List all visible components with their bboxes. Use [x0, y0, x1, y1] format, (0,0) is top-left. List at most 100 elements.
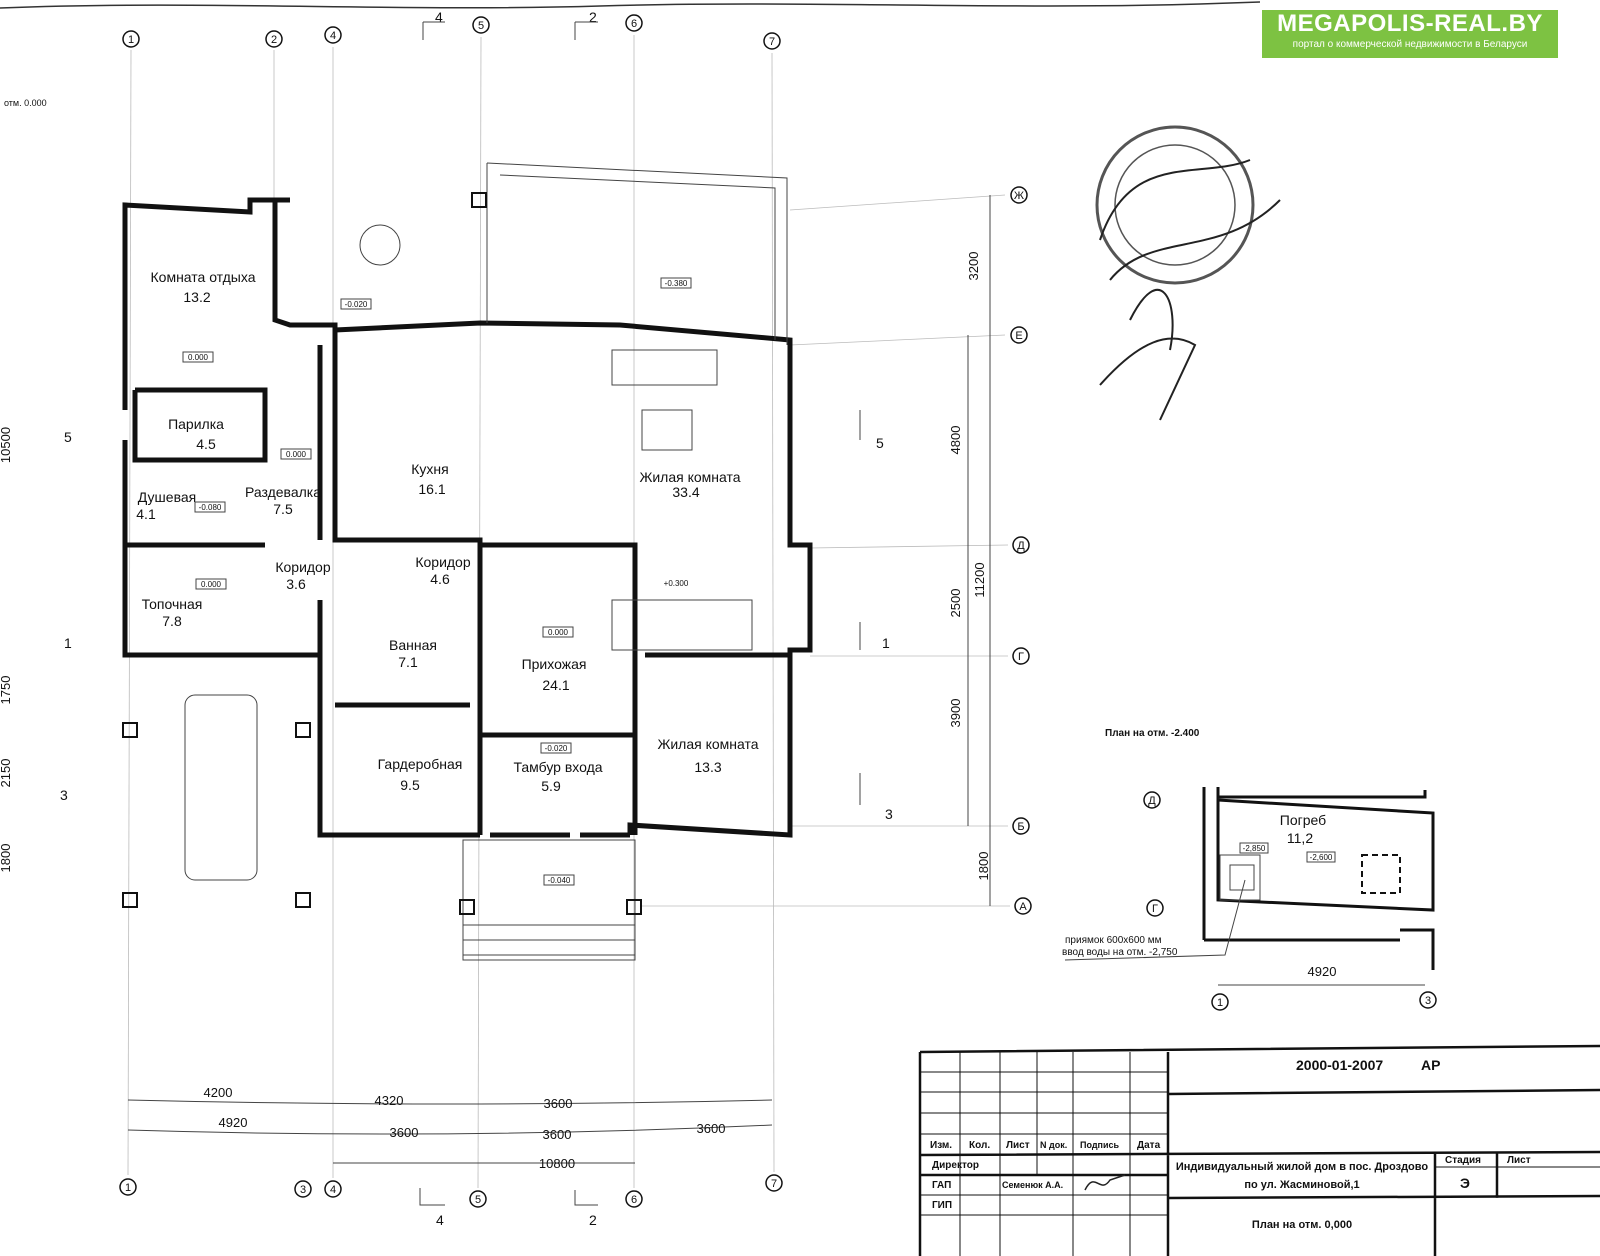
drawing-label: -2,850: [1243, 844, 1266, 853]
axis-grid: [127, 35, 1010, 1189]
terrace: [184, 162, 788, 961]
drawing-label: 1: [125, 1182, 131, 1194]
room-area: 13.2: [183, 289, 210, 305]
logo-title: MEGAPOLIS-REAL.BY: [1277, 10, 1543, 37]
drawing-label: План на отм. -2.400: [1105, 728, 1200, 739]
room-area: 7.8: [162, 613, 182, 629]
drawing-label: 7: [771, 1178, 777, 1190]
drawing-label: План на отм. 0,000: [1252, 1219, 1352, 1231]
drawing-label: -0.380: [665, 279, 688, 288]
room-name: Раздевалка: [245, 484, 321, 500]
drawing-label: А: [1019, 901, 1027, 913]
drawing-label: Дата: [1137, 1140, 1161, 1151]
room-name: Коридор: [415, 554, 471, 570]
drawing-label: 6: [631, 1194, 637, 1206]
drawing-label: 11,2: [1287, 830, 1313, 846]
drawing-label: 4: [330, 1184, 336, 1196]
drawing-label: по ул. Жасминовой,1: [1244, 1179, 1359, 1191]
drawing-label: 1800: [0, 844, 13, 873]
drawing-label: 4800: [948, 426, 963, 455]
drawing-label: 4200: [204, 1085, 233, 1100]
drawing-label: -0.020: [545, 744, 568, 753]
drawing-label: 2000-01-2007: [1296, 1057, 1383, 1073]
drawing-label: ГИП: [932, 1200, 952, 1211]
room-name: Жилая комната: [657, 736, 758, 752]
room-area: 5.9: [541, 778, 561, 794]
drawing-label: 3900: [948, 699, 963, 728]
drawing-label: 4920: [1308, 964, 1337, 979]
room-area: 33.4: [672, 484, 699, 500]
drawing-label: Стадия: [1445, 1155, 1481, 1166]
title-block: 2000-01-2007 АР Изм. Кол. Лист N док. По…: [918, 1044, 1600, 1256]
drawing-label: Э: [1460, 1175, 1470, 1191]
drawing-label: 11200: [972, 562, 987, 597]
drawing-label: 1: [882, 635, 890, 651]
drawing-label: 2: [589, 9, 597, 25]
room-name: Тамбур входа: [513, 759, 602, 775]
drawing-label: 5: [475, 1194, 481, 1206]
drawing-label: 10800: [539, 1156, 575, 1171]
drawing-label: 5: [478, 20, 484, 32]
drawing-label: 0.000: [548, 628, 569, 637]
drawing-label: 0.000: [286, 450, 307, 459]
paper-edge: [0, 1, 1261, 9]
drawing-label: Е: [1015, 330, 1022, 342]
drawing-label: 4320: [375, 1093, 404, 1108]
drawing-label: Б: [1017, 821, 1024, 833]
room-name: Парилка: [168, 416, 224, 432]
drawing-label: 3200: [966, 252, 981, 281]
room-name: Гардеробная: [378, 756, 463, 772]
drawing-label: 2150: [0, 759, 13, 788]
drawing-label: N док.: [1040, 1140, 1067, 1150]
room-name: Прихожая: [522, 656, 587, 672]
handwritten-signature: [1099, 159, 1281, 421]
drawing-label: 0.000: [188, 353, 209, 362]
room-name: Топочная: [142, 596, 203, 612]
drawing-label: 3600: [544, 1096, 573, 1111]
room-area: 4.5: [196, 436, 216, 452]
room-area: 4.1: [136, 506, 156, 522]
signature: [1084, 1174, 1126, 1191]
drawing-label: 4920: [219, 1115, 248, 1130]
drawing-label: Лист: [1006, 1140, 1030, 1151]
drawing-label: приямок 600х600 мм: [1065, 935, 1162, 946]
drawing-label: 4: [436, 1212, 444, 1228]
room-area: 7.1: [398, 654, 418, 670]
drawing-label: -0.040: [548, 876, 571, 885]
site-logo[interactable]: MEGAPOLIS-REAL.BY портал о коммерческой …: [1262, 10, 1558, 58]
room-name: Душевая: [138, 489, 196, 505]
room-labels: Комната отдыха 13.2 Парилка 4.5 Душевая …: [136, 269, 759, 794]
drawing-label: Лист: [1507, 1155, 1531, 1166]
drawing-label: 1: [128, 34, 134, 46]
drawing-label: 3: [1425, 995, 1431, 1007]
drawing-label: -0.080: [199, 503, 222, 512]
drawing-label: 2: [589, 1212, 597, 1228]
drawing-label: 3: [300, 1184, 306, 1196]
level-marks: 0.000 0.000 -0.080 0.000 -0.020 -0.380 0…: [182, 277, 692, 886]
level-note: отм. 0.000: [4, 98, 47, 108]
room-name: Кухня: [411, 461, 448, 477]
drawing-label: 1750: [0, 676, 13, 705]
drawing-label: Ж: [1014, 190, 1024, 202]
drawing-label: 10500: [0, 427, 13, 463]
drawing-label: Д: [1148, 795, 1156, 807]
room-name: Коридор: [275, 559, 331, 575]
room-area: 16.1: [418, 481, 445, 497]
walls: [122, 197, 813, 838]
drawing-label: 3: [885, 806, 893, 822]
drawing-label: Подпись: [1080, 1140, 1120, 1150]
drawing-label: 1: [64, 635, 72, 651]
room-area: 7.5: [273, 501, 293, 517]
room-name: Комната отдыха: [151, 269, 256, 285]
drawing-label: 6: [631, 18, 637, 30]
drawing-label: 5: [876, 435, 884, 451]
drawing-label: 1800: [976, 852, 991, 881]
drawing-label: ввод воды на отм. -2,750: [1062, 947, 1178, 958]
drawing-label: Семенюк А.А.: [1002, 1180, 1063, 1190]
drawing-label: 7: [769, 36, 775, 48]
drawing-label: Г: [1152, 903, 1158, 915]
room-name: Ванная: [389, 637, 437, 653]
drawing-label: 1: [1217, 997, 1223, 1009]
drawing-label: Изм.: [930, 1140, 952, 1151]
